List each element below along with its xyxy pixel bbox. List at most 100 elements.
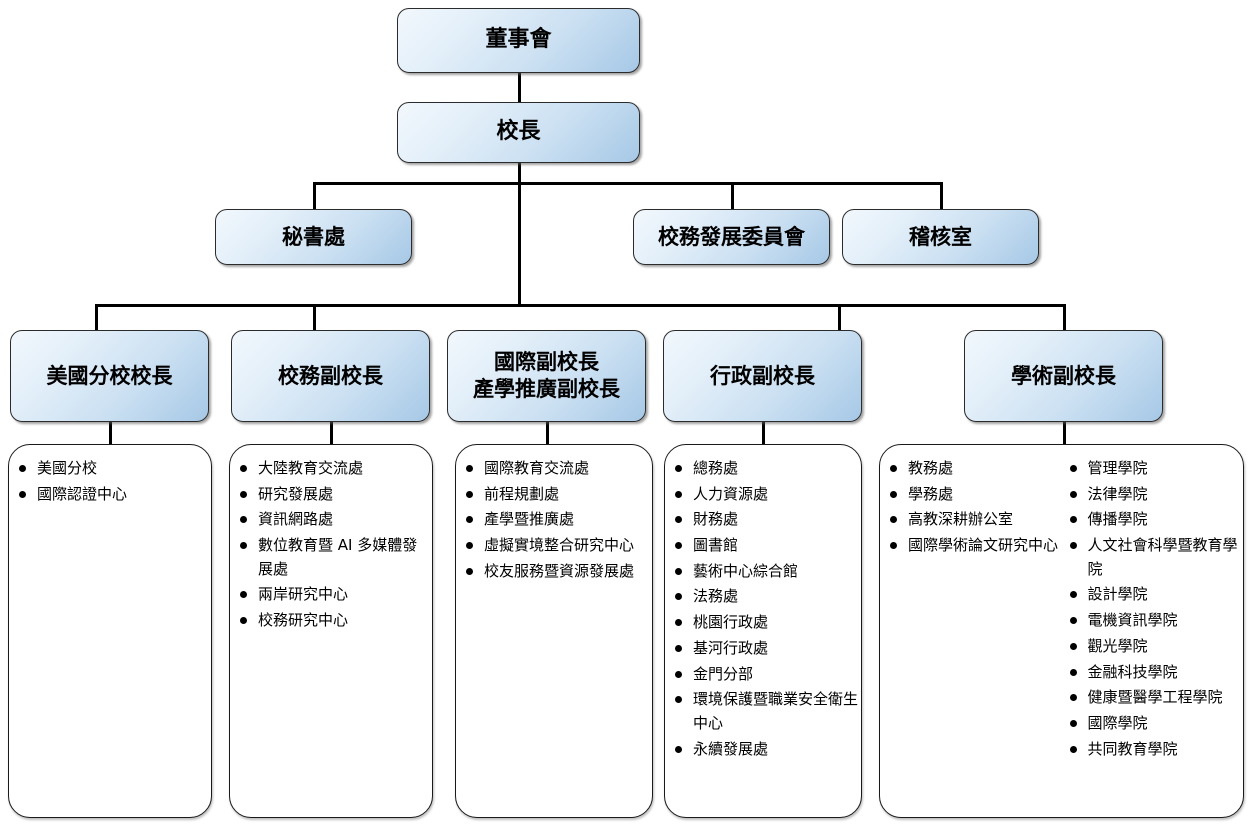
connector-stub-international [546, 422, 549, 444]
node-president[interactable]: 校長 [397, 102, 640, 163]
list-item[interactable]: 管理學院 [1062, 457, 1242, 481]
node-secretariat[interactable]: 秘書處 [215, 209, 412, 265]
list-item[interactable]: 電機資訊學院 [1062, 609, 1242, 633]
node-vp-international-label-line2: 產學推廣副校長 [473, 377, 620, 401]
list-item[interactable]: 永續發展處 [667, 738, 859, 762]
node-vp-academic[interactable]: 學術副校長 [964, 330, 1163, 422]
bullet-icon [1069, 542, 1077, 550]
list-item[interactable]: 兩岸研究中心 [232, 583, 430, 607]
list-item[interactable]: 共同教育學院 [1062, 738, 1242, 762]
list-item-label: 金融科技學院 [1087, 662, 1178, 681]
list-item[interactable]: 設計學院 [1062, 583, 1242, 607]
panel-international-column-1: 國際教育交流處前程規劃處產學暨推廣處虛擬實境整合研究中心校友服務暨資源發展處 [458, 457, 650, 817]
list-item[interactable]: 人力資源處 [667, 483, 859, 507]
node-development-committee[interactable]: 校務發展委員會 [633, 209, 830, 265]
list-item[interactable]: 高教深耕辦公室 [882, 508, 1062, 532]
list-item[interactable]: 健康暨醫學工程學院 [1062, 686, 1242, 710]
list-item-label: 高教深耕辦公室 [908, 510, 1014, 529]
list-item[interactable]: 校務研究中心 [232, 609, 430, 633]
list-item[interactable]: 法律學院 [1062, 483, 1242, 507]
list-item[interactable]: 教務處 [882, 457, 1062, 481]
connector-president-trunk [518, 163, 521, 184]
panel-international-list: 國際教育交流處前程規劃處產學暨推廣處虛擬實境整合研究中心校友服務暨資源發展處 [458, 457, 650, 583]
bullet-icon [675, 465, 682, 472]
panel-administration: 總務處人力資源處財務處圖書館藝術中心綜合館法務處桃園行政處基河行政處金門分部環境… [664, 444, 862, 818]
list-item[interactable]: 人文社會科學暨教育學院 [1062, 534, 1242, 581]
list-item[interactable]: 圖書館 [667, 534, 859, 558]
node-vp-administration[interactable]: 行政副校長 [663, 330, 862, 422]
bullet-icon [1069, 668, 1077, 676]
list-item-label: 國際教育交流處 [484, 459, 590, 477]
panel-usa-campus: 美國分校國際認證中心 [8, 444, 212, 818]
node-vp-international-label-line1: 國際副校長 [494, 350, 599, 375]
bullet-icon [466, 516, 473, 524]
node-vp-affairs[interactable]: 校務副校長 [231, 330, 430, 422]
bullet-icon [1069, 719, 1077, 727]
list-item[interactable]: 金門分部 [667, 663, 859, 687]
list-item[interactable]: 校友服務暨資源發展處 [458, 560, 650, 584]
bullet-icon [1069, 516, 1077, 524]
list-item[interactable]: 數位教育暨 AI 多媒體發展處 [232, 534, 430, 581]
panel-academic-list-colleges: 管理學院法律學院傳播學院人文社會科學暨教育學院設計學院電機資訊學院觀光學院金融科… [1062, 457, 1242, 761]
list-item[interactable]: 美國分校 [11, 457, 209, 481]
bullet-icon [675, 670, 682, 678]
bullet-icon [675, 567, 682, 575]
list-item-label: 產學暨推廣處 [484, 510, 575, 529]
list-item-label: 兩岸研究中心 [258, 585, 349, 604]
panel-administration-columns: 總務處人力資源處財務處圖書館藝術中心綜合館法務處桃園行政處基河行政處金門分部環境… [665, 445, 861, 817]
node-vp-administration-label: 行政副校長 [710, 363, 815, 388]
list-item-label: 大陸教育交流處 [258, 459, 364, 477]
list-item[interactable]: 基河行政處 [667, 637, 859, 661]
connector-drop-vp-administration [838, 304, 841, 330]
list-item[interactable]: 總務處 [667, 457, 859, 481]
list-item[interactable]: 產學暨推廣處 [458, 508, 650, 532]
bullet-icon [675, 542, 682, 550]
bullet-icon [240, 617, 247, 625]
list-item[interactable]: 金融科技學院 [1062, 661, 1242, 685]
node-audit-office[interactable]: 稽核室 [842, 209, 1039, 265]
panel-academic-columns: 教務處學務處高教深耕辦公室國際學術論文研究中心 管理學院法律學院傳播學院人文社會… [880, 445, 1243, 817]
list-item[interactable]: 學務處 [882, 483, 1062, 507]
bullet-icon [1069, 642, 1077, 650]
list-item[interactable]: 傳播學院 [1062, 508, 1242, 532]
bullet-icon [675, 696, 682, 704]
bullet-icon [466, 465, 473, 472]
node-secretariat-label: 秘書處 [282, 224, 345, 249]
connector-president-trunk-lower [518, 182, 521, 306]
list-item[interactable]: 國際學術論文研究中心 [882, 534, 1062, 558]
list-item-label: 電機資訊學院 [1087, 611, 1178, 630]
node-vp-usa-campus[interactable]: 美國分校校長 [10, 330, 209, 422]
bullet-icon [675, 516, 682, 524]
bullet-icon [466, 567, 473, 575]
list-item-label: 校友服務暨資源發展處 [484, 561, 635, 580]
list-item[interactable]: 觀光學院 [1062, 635, 1242, 659]
list-item[interactable]: 財務處 [667, 508, 859, 532]
node-board[interactable]: 董事會 [397, 8, 640, 73]
node-vp-academic-label: 學術副校長 [1011, 363, 1116, 388]
list-item-label: 國際學院 [1087, 713, 1148, 732]
list-item[interactable]: 國際學院 [1062, 712, 1242, 736]
bullet-icon [240, 465, 247, 472]
list-item[interactable]: 藝術中心綜合館 [667, 560, 859, 584]
node-vp-international[interactable]: 國際副校長 產學推廣副校長 [447, 330, 646, 422]
list-item-label: 美國分校 [37, 459, 98, 477]
panel-academic-column-2: 管理學院法律學院傳播學院人文社會科學暨教育學院設計學院電機資訊學院觀光學院金融科… [1062, 457, 1242, 817]
connector-tier2-bus [313, 182, 943, 185]
list-item[interactable]: 桃園行政處 [667, 611, 859, 635]
panel-school-affairs-columns: 大陸教育交流處研究發展處資訊網路處數位教育暨 AI 多媒體發展處兩岸研究中心校務… [230, 445, 432, 817]
node-audit-office-label: 稽核室 [909, 224, 972, 249]
list-item[interactable]: 環境保護暨職業安全衛生中心 [667, 688, 859, 735]
list-item[interactable]: 虛擬實境整合研究中心 [458, 534, 650, 558]
list-item[interactable]: 國際教育交流處 [458, 457, 650, 481]
list-item[interactable]: 資訊網路處 [232, 508, 430, 532]
list-item[interactable]: 國際認證中心 [11, 483, 209, 507]
list-item[interactable]: 法務處 [667, 585, 859, 609]
connector-stub-school-affairs [330, 422, 333, 444]
list-item[interactable]: 大陸教育交流處 [232, 457, 430, 481]
list-item-label: 學務處 [908, 484, 954, 503]
list-item[interactable]: 研究發展處 [232, 483, 430, 507]
list-item[interactable]: 前程規劃處 [458, 483, 650, 507]
list-item-label: 管理學院 [1087, 459, 1148, 477]
list-item-label: 藝術中心綜合館 [693, 561, 799, 580]
